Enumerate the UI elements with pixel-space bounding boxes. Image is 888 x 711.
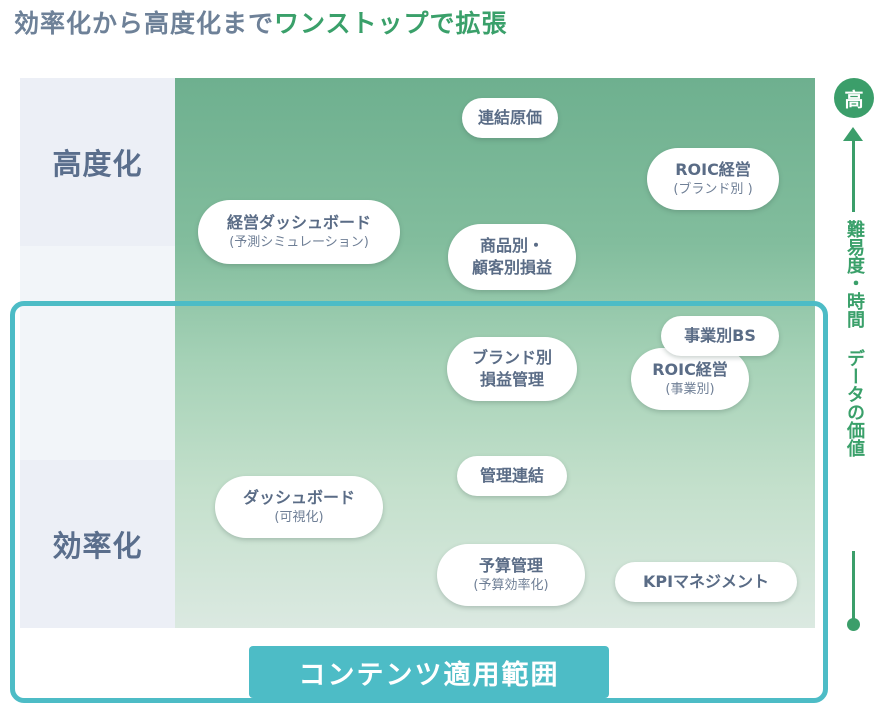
item-yosan-kanri-label: 予算管理 — [478, 556, 543, 575]
title-part2: ワンストップで拡張 — [274, 9, 508, 38]
item-yosan-kanri: 予算管理 (予算効率化) — [437, 544, 585, 606]
content-scope-frame — [10, 301, 828, 703]
axis-arrow-up-icon — [843, 127, 863, 141]
item-brand-soneki-line2: 損益管理 — [479, 370, 544, 389]
axis-line-bottom — [852, 551, 855, 623]
item-roic-jigyo-sub: (事業別) — [665, 382, 715, 397]
item-shohin-kokyaku: 商品別・ 顧客別損益 — [448, 224, 576, 290]
item-jigyo-bs: 事業別BS — [661, 316, 779, 356]
axis-dot-icon — [847, 618, 860, 631]
item-kpi-label: KPIマネジメント — [642, 572, 770, 591]
content-scope-label: コンテンツ適用範囲 — [249, 646, 609, 698]
item-kanri-renketsu-label: 管理連結 — [479, 466, 544, 485]
item-shohin-kokyaku-line2: 顧客別損益 — [471, 258, 552, 277]
item-brand-soneki: ブランド別 損益管理 — [447, 337, 577, 401]
item-keiei-dashboard: 経営ダッシュボード (予測シミュレーション) — [198, 200, 400, 264]
item-renketsu-genka: 連結原価 — [462, 98, 558, 138]
item-keiei-dashboard-label: 経営ダッシュボード — [226, 213, 371, 232]
row-label-efficiency: 効率化 — [20, 460, 175, 628]
item-shohin-kokyaku-line1: 商品別・ — [479, 236, 544, 255]
row-label-advanced: 高度化 — [20, 78, 175, 246]
item-keiei-dashboard-sub: (予測シミュレーション) — [229, 235, 369, 250]
item-kanri-renketsu: 管理連結 — [457, 456, 567, 496]
item-roic-jigyo-label: ROIC経営 — [652, 360, 728, 379]
page-title: 効率化から高度化までワンストップで拡張 — [14, 6, 508, 42]
item-renketsu-genka-label: 連結原価 — [477, 108, 542, 127]
item-jigyo-bs-label: 事業別BS — [684, 326, 756, 345]
item-roic-brand: ROIC経営 (ブランド別 ) — [647, 148, 779, 210]
axis-high-badge: 高 — [834, 78, 874, 118]
item-kpi: KPIマネジメント — [615, 562, 797, 602]
item-roic-brand-sub: (ブランド別 ) — [673, 182, 753, 197]
item-dashboard: ダッシュボード (可視化) — [215, 476, 383, 538]
item-roic-jigyo: ROIC経営 (事業別) — [631, 348, 749, 410]
item-yosan-kanri-sub: (予算効率化) — [473, 578, 549, 593]
title-part1: 効率化から高度化まで — [14, 9, 275, 38]
axis-line-top — [852, 138, 855, 212]
item-roic-brand-label: ROIC経営 — [675, 160, 751, 179]
item-brand-soneki-line1: ブランド別 — [471, 348, 552, 367]
item-dashboard-sub: (可視化) — [274, 510, 324, 525]
item-dashboard-label: ダッシュボード — [242, 488, 355, 507]
axis-label: 難易度・時間 データの価値 — [844, 220, 865, 457]
